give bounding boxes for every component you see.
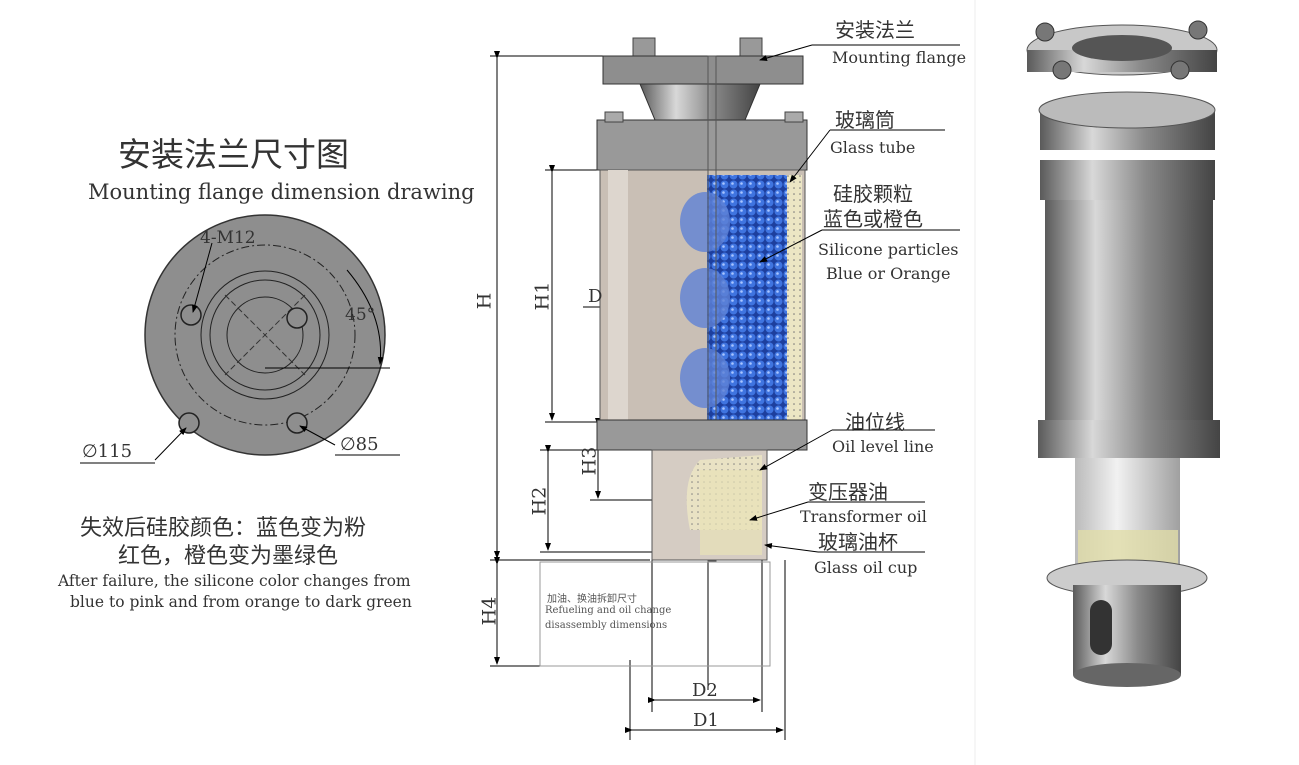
callout-transformer-oil-en: Transformer oil <box>800 507 927 526</box>
refuel-note-cn: 加油、换油拆卸尺寸 <box>547 594 637 605</box>
callout-silicone-cn: 硅胶颗粒 <box>833 182 913 206</box>
breather-section-view <box>596 37 808 562</box>
dim-H: H <box>473 292 496 310</box>
callout-silicone-color-en: Blue or Orange <box>826 264 951 283</box>
dim-D: D <box>588 286 603 307</box>
callout-mounting-flange-cn: 安装法兰 <box>835 18 915 42</box>
callout-silicone-color-cn: 蓝色或橙色 <box>823 207 923 231</box>
bolt-circle-diameter-label: ∅85 <box>340 434 379 455</box>
callout-mounting-flange-en: Mounting flange <box>832 48 967 67</box>
dim-D2: D2 <box>692 680 718 701</box>
bolt-label: 4-M12 <box>200 228 256 248</box>
callout-glass-tube-en: Glass tube <box>830 138 916 157</box>
flange-title-cn: 安装法兰尺寸图 <box>118 135 349 174</box>
failure-note-cn-1: 失效后硅胶颜色：蓝色变为粉 <box>80 516 367 541</box>
callout-glass-cup-cn: 玻璃油杯 <box>818 530 898 554</box>
outer-diameter-label: ∅115 <box>82 441 133 462</box>
flange-top-view <box>80 214 400 464</box>
flange-title-en: Mounting flange dimension drawing <box>88 180 475 204</box>
callout-oil-level-cn: 油位线 <box>845 410 905 434</box>
refuel-note-en-1: Refueling and oil change <box>545 605 672 616</box>
callout-glass-tube-cn: 玻璃筒 <box>835 108 895 132</box>
callout-transformer-oil-cn: 变压器油 <box>808 480 888 504</box>
failure-note-en-1: After failure, the silicone color change… <box>58 572 411 590</box>
callout-glass-cup-en: Glass oil cup <box>814 558 918 577</box>
callout-oil-level-en: Oil level line <box>832 437 934 456</box>
dim-D1: D1 <box>693 710 719 731</box>
breather-3d-render <box>1026 20 1220 687</box>
refuel-note-en-2: disassembly dimensions <box>545 620 668 631</box>
dim-H3: H3 <box>578 446 601 476</box>
failure-note-en-2: blue to pink and from orange to dark gre… <box>70 593 412 611</box>
angle-label: 45° <box>345 305 376 325</box>
dim-H1: H1 <box>531 281 554 311</box>
dim-H4: H4 <box>478 596 501 626</box>
callout-leaders <box>749 44 960 553</box>
callout-silicone-en: Silicone particles <box>818 240 959 259</box>
dimension-lines <box>490 51 786 740</box>
dim-H2: H2 <box>528 486 551 516</box>
failure-note-cn-2: 红色，橙色变为墨绿色 <box>118 544 339 569</box>
